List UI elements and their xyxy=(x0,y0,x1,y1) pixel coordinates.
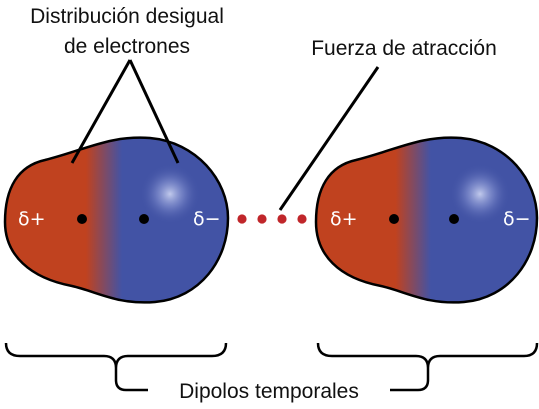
molecule-1-electron-hotspot xyxy=(140,164,200,224)
molecule-1-nucleus-left xyxy=(77,214,87,224)
molecule-1: δ+ δ− xyxy=(3,136,230,304)
molecule-2: δ+ δ− xyxy=(314,136,539,304)
brace-left xyxy=(4,342,228,369)
distribution-pointer-right xyxy=(128,59,180,164)
temporary-dipoles-label: Dipolos temporales xyxy=(179,380,359,403)
attraction-dot xyxy=(297,214,307,224)
molecule-1-nucleus-right xyxy=(139,214,149,224)
bracket-connector-left xyxy=(114,368,148,392)
molecule-2-delta-plus: δ+ xyxy=(330,208,358,230)
bracket-connector-right xyxy=(390,368,430,392)
attraction-dots xyxy=(237,214,307,224)
distribution-pointer-left xyxy=(70,59,132,164)
attraction-dot xyxy=(237,214,247,224)
molecule-2-delta-minus: δ− xyxy=(503,208,531,230)
molecule-2-nucleus-left xyxy=(389,214,399,224)
molecule-1-delta-plus: δ+ xyxy=(18,208,46,230)
attraction-pointer xyxy=(278,66,380,211)
molecule-2-nucleus-right xyxy=(449,214,459,224)
attraction-dot xyxy=(277,214,287,224)
molecule-1-delta-minus: δ− xyxy=(193,208,221,230)
attraction-dot xyxy=(257,214,267,224)
distribution-label-line1: Distribución desigual xyxy=(30,5,224,28)
attraction-label: Fuerza de atracción xyxy=(311,37,497,60)
brace-right xyxy=(316,342,539,369)
molecule-2-electron-hotspot xyxy=(450,164,510,224)
distribution-label-line2: de electrones xyxy=(64,35,190,58)
